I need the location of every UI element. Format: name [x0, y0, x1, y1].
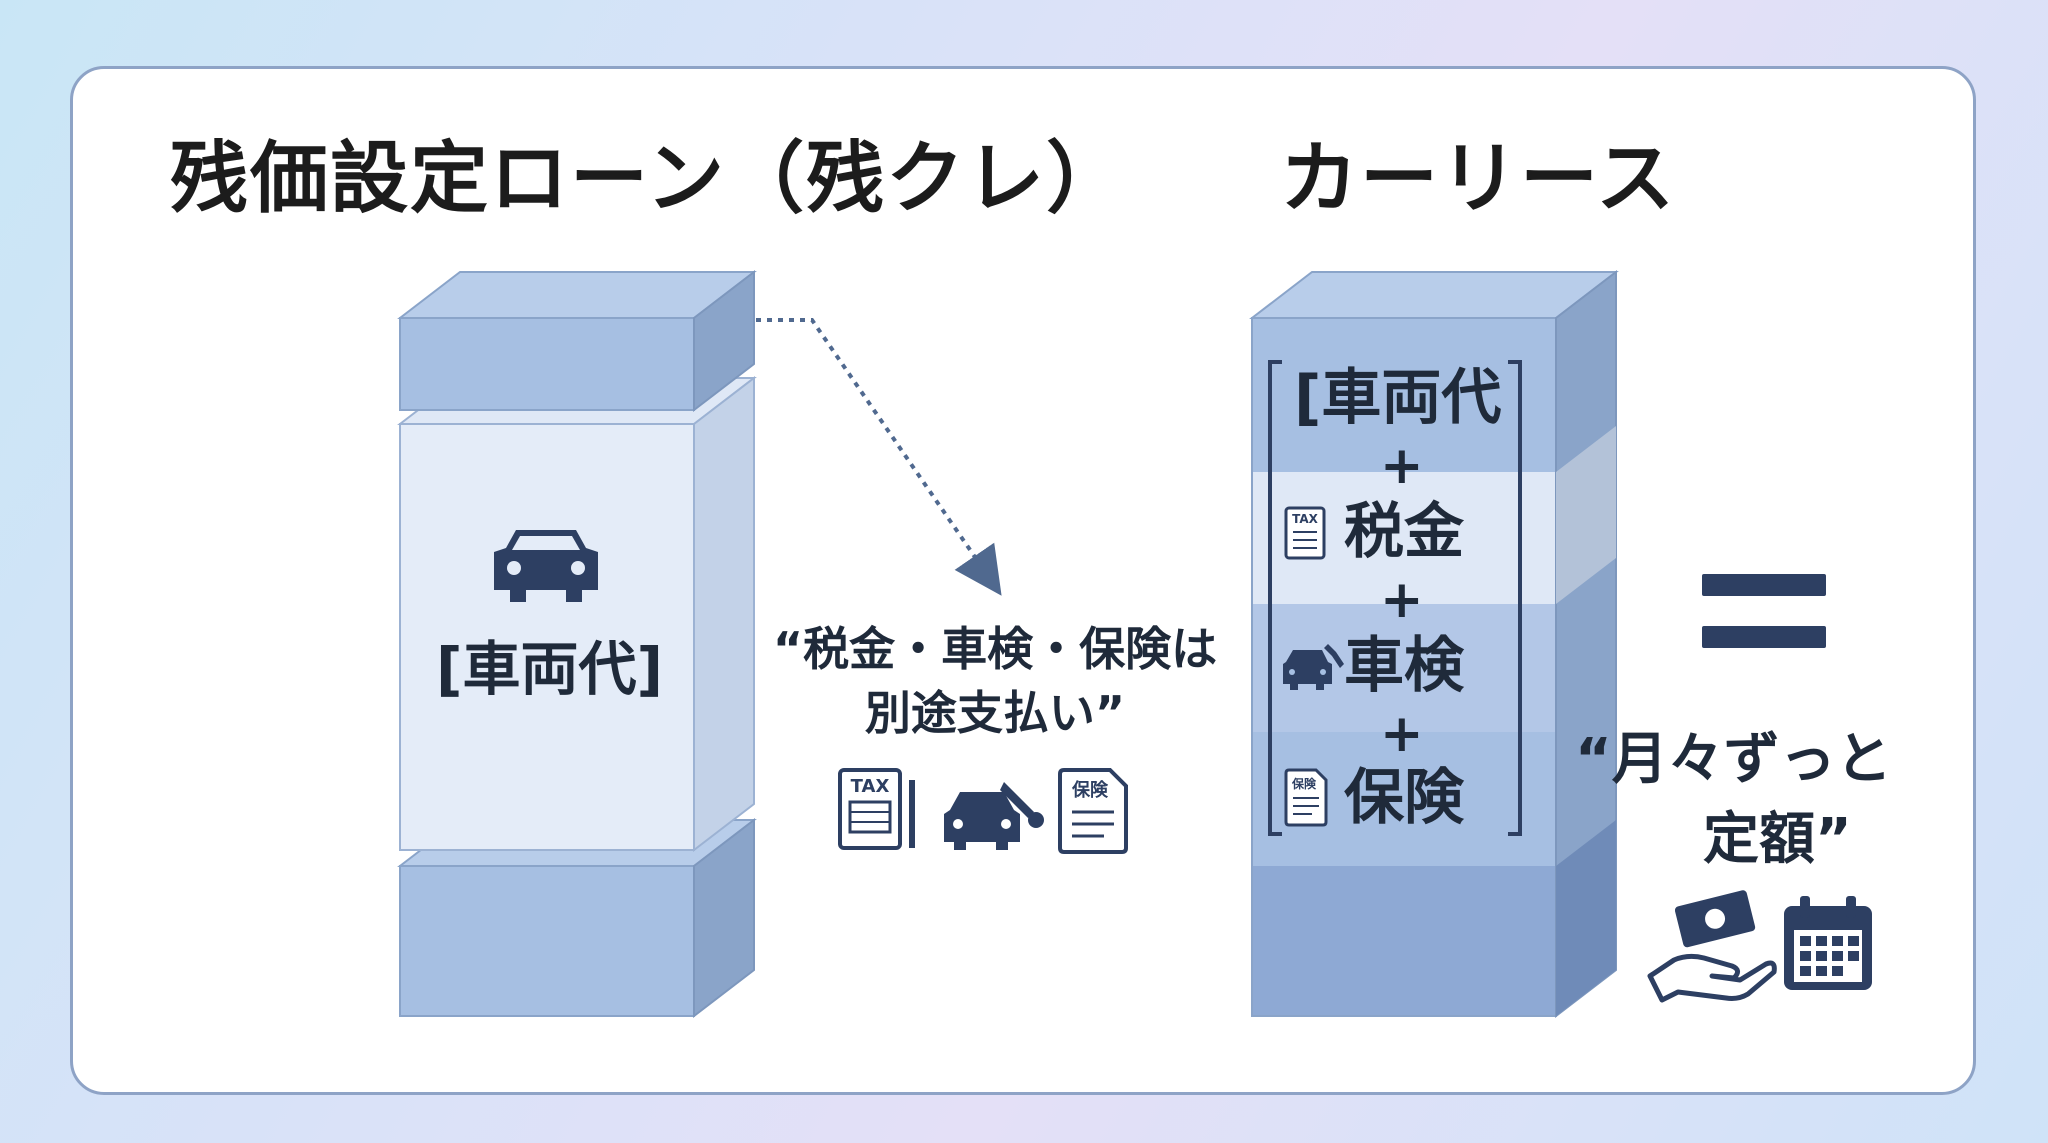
- svg-text:保険: 保険: [1291, 776, 1317, 791]
- right-stack: TAX 保険: [1249, 269, 1619, 1019]
- separate-payment-note: “税金・車検・保険は 別途支払い”: [755, 617, 1235, 745]
- monthly-line-2: 定額”: [1703, 807, 1852, 872]
- insurance-document-icon: 保険: [1058, 768, 1128, 854]
- svg-text:TAX: TAX: [851, 776, 890, 797]
- calendar-icon: [1784, 896, 1872, 990]
- dotted-arrow: [756, 318, 1002, 596]
- content-card: [70, 66, 1976, 1095]
- vehicle-cost-label: [車両代]: [436, 635, 664, 703]
- tax-document-icon: TAX: [838, 768, 915, 850]
- plus-sign: +: [1380, 570, 1424, 630]
- equals-icon: [1702, 574, 1826, 678]
- monthly-fixed-label: “月々ずっと 定額”: [1575, 720, 1945, 880]
- lease-item-inspection: 車検: [1344, 631, 1464, 701]
- plus-sign: +: [1380, 436, 1424, 496]
- monthly-line-1: “月々ずっと: [1575, 727, 1892, 792]
- car-icon: [494, 530, 598, 602]
- tax-document-icon: TAX: [1284, 506, 1326, 560]
- left-middle-block: [397, 375, 757, 853]
- zanka-loan-title: 残価設定ローン（残クレ）: [170, 134, 1127, 224]
- lease-item-insurance: 保険: [1344, 763, 1464, 833]
- car-repair-icon: [944, 782, 1044, 850]
- car-lease-title: カーリース: [1280, 134, 1677, 224]
- money-hand-icon: [1647, 890, 1777, 1003]
- note-line-1: “税金・車検・保険は: [772, 622, 1218, 676]
- svg-text:TAX: TAX: [1292, 512, 1319, 526]
- svg-text:保険: 保険: [1071, 779, 1109, 801]
- lease-item-tax: 税金: [1344, 497, 1464, 567]
- plus-sign: +: [1380, 704, 1424, 764]
- insurance-document-icon: 保険: [1284, 768, 1328, 827]
- right-bracket: [1508, 360, 1522, 836]
- left-stack: [397, 269, 757, 1019]
- note-line-2: 別途支払い”: [864, 686, 1126, 740]
- lease-item-vehicle: [車両代: [1294, 363, 1502, 433]
- left-top-block: [397, 269, 757, 413]
- car-repair-icon: [1283, 644, 1344, 690]
- left-bracket: [1268, 360, 1282, 836]
